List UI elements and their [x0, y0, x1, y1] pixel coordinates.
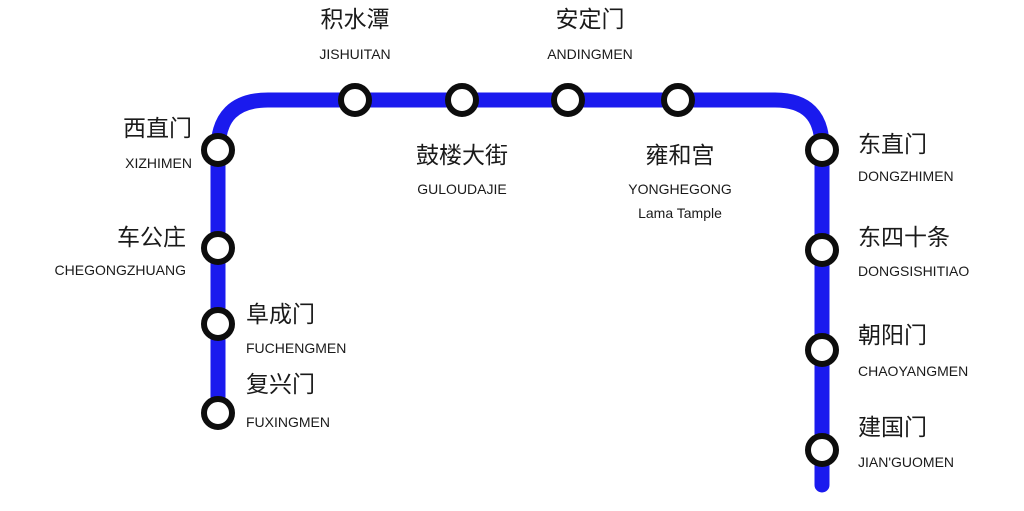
station-name-en: ANDINGMEN [547, 46, 633, 62]
station-marker [805, 333, 839, 367]
station-name-en: XIZHIMEN [125, 155, 192, 171]
station-name-en: CHEGONGZHUANG [55, 262, 186, 278]
station-marker [201, 396, 235, 430]
station-marker [661, 83, 695, 117]
station-fuxingmen: 复兴门 FUXINGMEN [201, 372, 330, 430]
station-name-en: DONGZHIMEN [858, 168, 954, 184]
station-dongsishitiao: 东四十条 DONGSISHITIAO [805, 225, 969, 279]
station-marker [201, 133, 235, 167]
stations-layer: 西直门 XIZHIMEN 积水潭 JISHUITAN 鼓楼大街 GULOUDAJIE 安定门… [55, 7, 970, 470]
station-name-cn: 雍和宫 [646, 143, 715, 169]
station-andingmen: 安定门 ANDINGMEN [547, 7, 633, 117]
station-name-en: GULOUDAJIE [417, 181, 506, 197]
station-name-en: JIAN'GUOMEN [858, 454, 954, 470]
station-name-cn: 积水潭 [321, 7, 390, 33]
station-name-cn: 阜成门 [246, 302, 315, 328]
station-chegongzhuang: 车公庄 CHEGONGZHUANG [55, 225, 235, 278]
station-chaoyangmen: 朝阳门 CHAOYANGMEN [805, 323, 968, 379]
station-yonghegong: 雍和宫 YONGHEGONG Lama Tample [628, 83, 732, 221]
station-xizhimen: 西直门 XIZHIMEN [123, 116, 235, 171]
station-name-cn: 复兴门 [246, 372, 315, 398]
station-marker [805, 233, 839, 267]
station-guloudajie: 鼓楼大街 GULOUDAJIE [416, 83, 508, 197]
station-fuchengmen: 阜成门 FUCHENGMEN [201, 302, 346, 356]
station-marker [551, 83, 585, 117]
station-name-en-alt: Lama Tample [638, 205, 722, 221]
station-name-cn: 东直门 [858, 132, 927, 158]
station-name-en: JISHUITAN [319, 46, 390, 62]
station-name-cn: 西直门 [123, 116, 192, 142]
station-name-en: CHAOYANGMEN [858, 363, 968, 379]
station-name-cn: 鼓楼大街 [416, 143, 508, 169]
station-marker [201, 307, 235, 341]
station-name-cn: 朝阳门 [858, 323, 927, 349]
station-name-en: DONGSISHITIAO [858, 263, 969, 279]
station-name-cn: 建国门 [858, 415, 927, 441]
station-jishuitan: 积水潭 JISHUITAN [319, 7, 391, 117]
station-marker [805, 433, 839, 467]
station-dongzhimen: 东直门 DONGZHIMEN [805, 132, 954, 184]
station-marker [805, 133, 839, 167]
station-name-cn: 安定门 [556, 7, 625, 33]
station-marker [445, 83, 479, 117]
station-name-cn: 东四十条 [858, 225, 950, 251]
station-name-en: FUCHENGMEN [246, 340, 346, 356]
station-marker [201, 231, 235, 265]
station-name-en: FUXINGMEN [246, 414, 330, 430]
station-name-cn: 车公庄 [117, 225, 186, 251]
station-name-en: YONGHEGONG [628, 181, 731, 197]
line-2-track [210, 92, 830, 493]
station-jianguomen: 建国门 JIAN'GUOMEN [805, 415, 954, 470]
station-marker [338, 83, 372, 117]
